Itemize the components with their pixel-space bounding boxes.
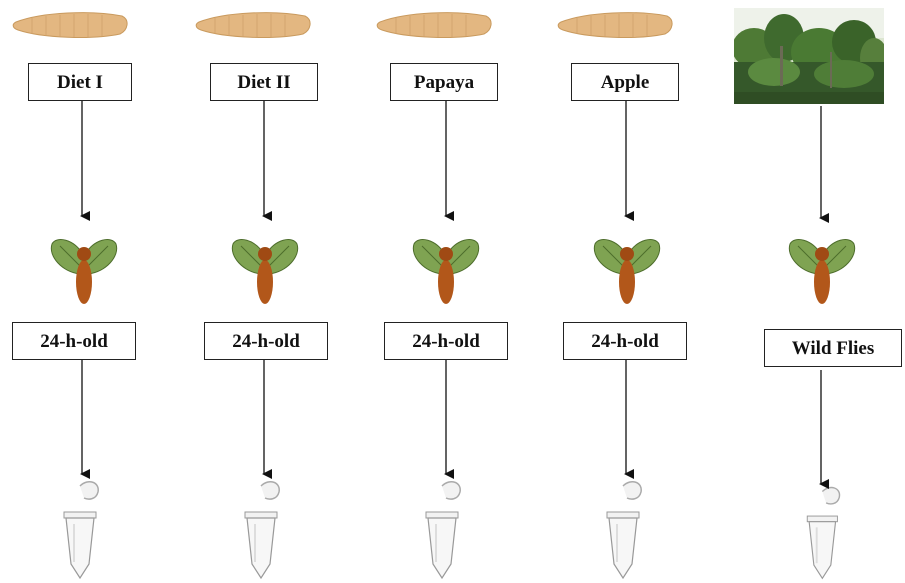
column-diet-2: Diet II 24-h-old (181, 0, 362, 583)
column-wild: Wild Flies (724, 0, 905, 583)
fly-icon (593, 239, 661, 304)
bottom-label: Wild Flies (764, 329, 902, 367)
fly-icon (231, 239, 299, 304)
top-label: Papaya (390, 63, 498, 101)
top-label: Apple (571, 63, 679, 101)
larva-icon (195, 12, 311, 38)
bottom-label: 24-h-old (12, 322, 136, 360)
larva-icon (557, 12, 673, 38)
larva-icon (12, 12, 128, 38)
larva-icon (376, 12, 492, 38)
column-apple: Apple 24-h-old (543, 0, 724, 583)
fly-icon (412, 239, 480, 304)
top-label: Diet I (28, 63, 132, 101)
tube-icon (425, 481, 461, 580)
fly-icon (50, 239, 118, 304)
tube-icon (244, 481, 280, 580)
column-diet-1: Diet I 24-h-old (0, 0, 181, 583)
column-papaya: Papaya 24-h-old (362, 0, 543, 583)
bottom-label: 24-h-old (384, 322, 508, 360)
fly-icon (788, 239, 856, 304)
top-label: Diet II (210, 63, 318, 101)
tube-icon (606, 481, 642, 580)
forest-photo (734, 8, 884, 104)
bottom-label: 24-h-old (204, 322, 328, 360)
tube-icon (63, 481, 99, 580)
tube-icon (806, 486, 841, 580)
bottom-label: 24-h-old (563, 322, 687, 360)
